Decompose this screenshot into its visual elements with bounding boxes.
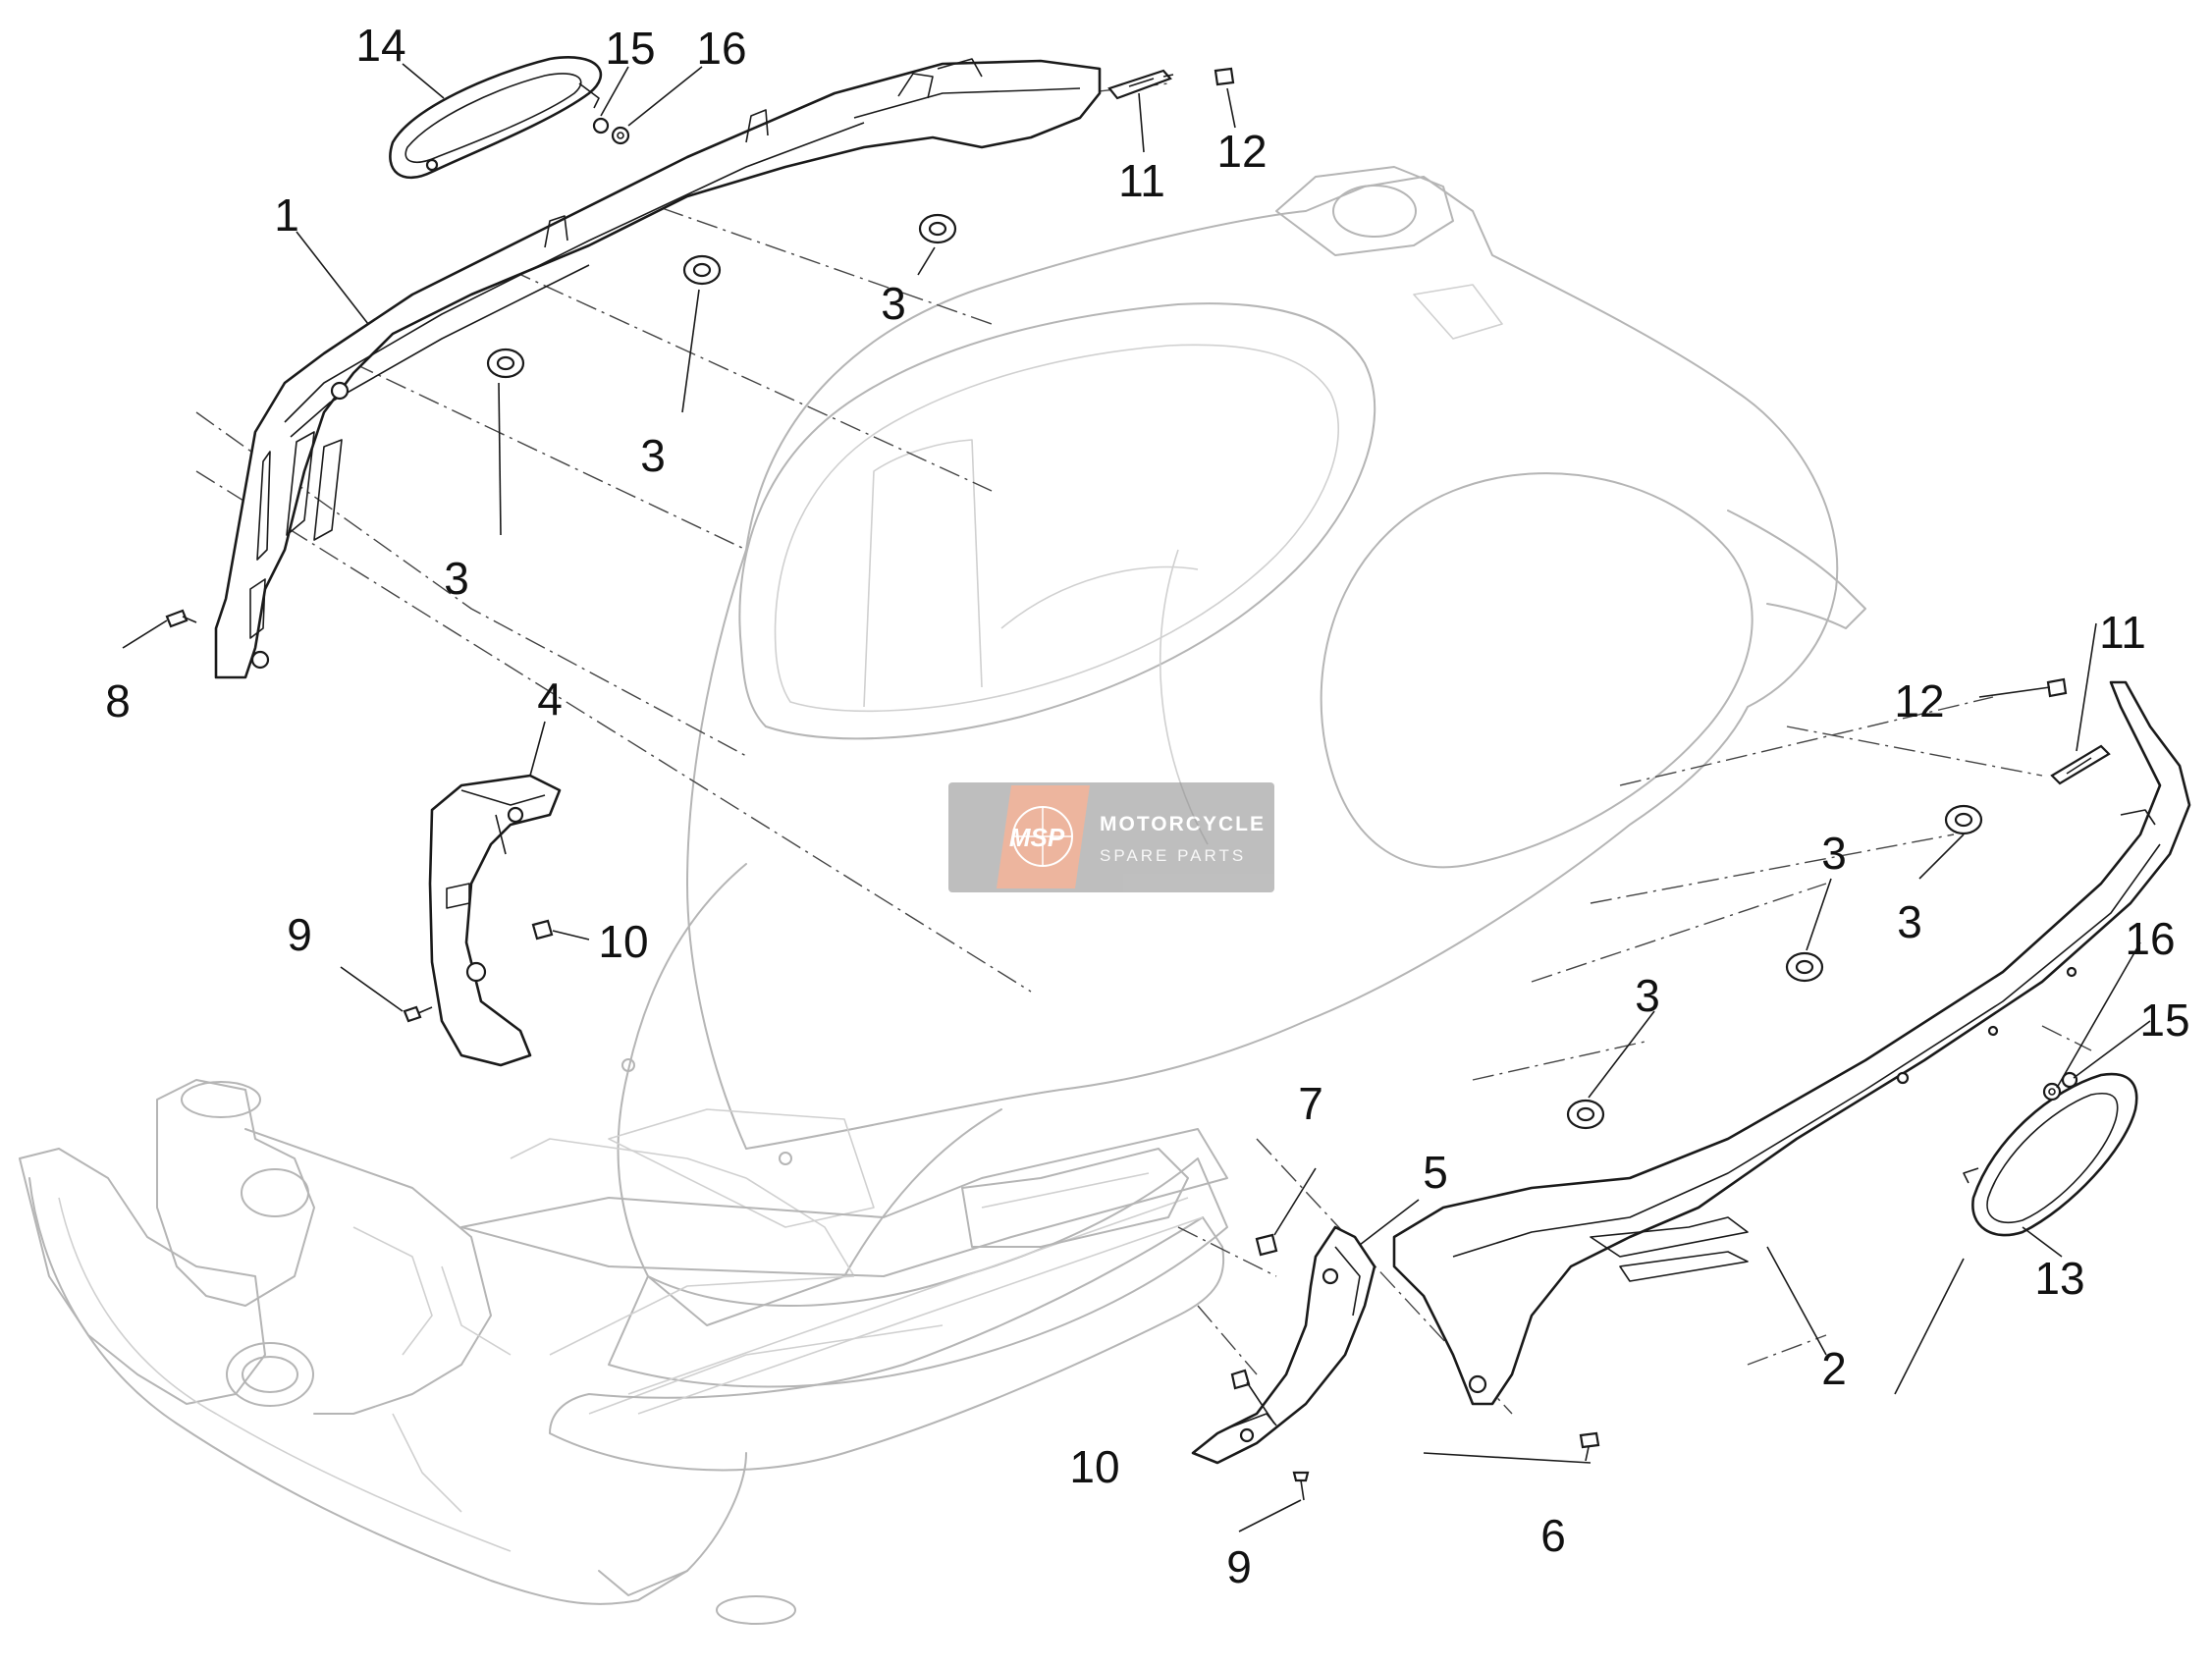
- part-1-left-side-rail: [214, 58, 1102, 679]
- screw-8: [165, 609, 197, 628]
- clip-10b: [1230, 1369, 1251, 1390]
- grommet-3d: [1566, 1099, 1605, 1130]
- callout-16b: 16: [2125, 913, 2175, 964]
- callout-3b: 3: [640, 430, 666, 481]
- part-13-right-emblem: [1963, 1072, 2138, 1237]
- callout-14: 14: [355, 20, 405, 71]
- screw-9a: [403, 1005, 433, 1023]
- grommet-3b: [682, 254, 722, 286]
- callout-2: 2: [1821, 1343, 1847, 1394]
- watermark-logo: MSP: [997, 785, 1090, 888]
- watermark: MSP MOTORCYCLE SPARE PARTS: [948, 782, 1274, 892]
- callout-3a: 3: [444, 553, 469, 604]
- callout-15a: 15: [605, 23, 655, 74]
- washer-16a: [611, 126, 630, 145]
- washer-16b: [2042, 1082, 2062, 1102]
- callout-3e: 3: [1821, 828, 1847, 879]
- callout-8: 8: [105, 675, 131, 726]
- callout-9b: 9: [1226, 1541, 1252, 1592]
- callout-16a: 16: [696, 23, 746, 74]
- screw-9b: [1292, 1471, 1310, 1501]
- part-5-right-bracket: [1191, 1225, 1376, 1465]
- callout-6: 6: [1540, 1510, 1566, 1561]
- washer-15b: [2061, 1071, 2078, 1089]
- callout-3c: 3: [881, 278, 906, 329]
- callout-5: 5: [1423, 1147, 1448, 1198]
- nut-12a: [1214, 67, 1235, 86]
- leader-lines: [122, 63, 2151, 1533]
- callout-1: 1: [274, 189, 299, 241]
- callout-7: 7: [1298, 1078, 1323, 1129]
- watermark-title: MOTORCYCLE: [1100, 813, 1266, 835]
- part-4-left-bracket: [428, 774, 562, 1067]
- callout-12b: 12: [1894, 675, 1944, 726]
- callout-3d: 3: [1635, 970, 1660, 1021]
- callout-13: 13: [2034, 1253, 2084, 1304]
- screw-6: [1579, 1431, 1600, 1462]
- grommet-3e: [1785, 951, 1824, 983]
- callout-10b: 10: [1069, 1441, 1119, 1492]
- callout-15b: 15: [2139, 995, 2189, 1046]
- callout-10a: 10: [598, 916, 648, 967]
- grommet-3f: [1944, 804, 1983, 835]
- grommet-3c: [918, 213, 957, 244]
- bracket-11b: [2050, 744, 2111, 785]
- grommet-3a: [486, 348, 525, 379]
- watermark-background: [948, 782, 1274, 892]
- callout-9a: 9: [287, 909, 312, 960]
- callout-11a: 11: [1118, 155, 1165, 206]
- watermark-subtitle: SPARE PARTS: [1100, 846, 1246, 865]
- part-2-right-side-rail: [1392, 680, 2191, 1406]
- nut-12b: [2046, 677, 2068, 698]
- callout-12a: 12: [1216, 126, 1267, 177]
- bracket-11a: [1107, 69, 1174, 100]
- callout-3f: 3: [1897, 896, 1922, 947]
- hardware: [165, 67, 2111, 1501]
- watermark-logo-text: MSP: [1009, 823, 1065, 852]
- callout-4: 4: [537, 673, 563, 725]
- clip-7: [1255, 1233, 1278, 1257]
- part-14-left-emblem: [389, 56, 602, 180]
- callout-11b: 11: [2099, 607, 2146, 658]
- clip-10a: [531, 919, 554, 941]
- callout-numbers: 1 14 15 16 11 12 3 3 3 8 4 9 10 7 5 10 9…: [105, 20, 2189, 1592]
- washer-15a: [592, 117, 610, 134]
